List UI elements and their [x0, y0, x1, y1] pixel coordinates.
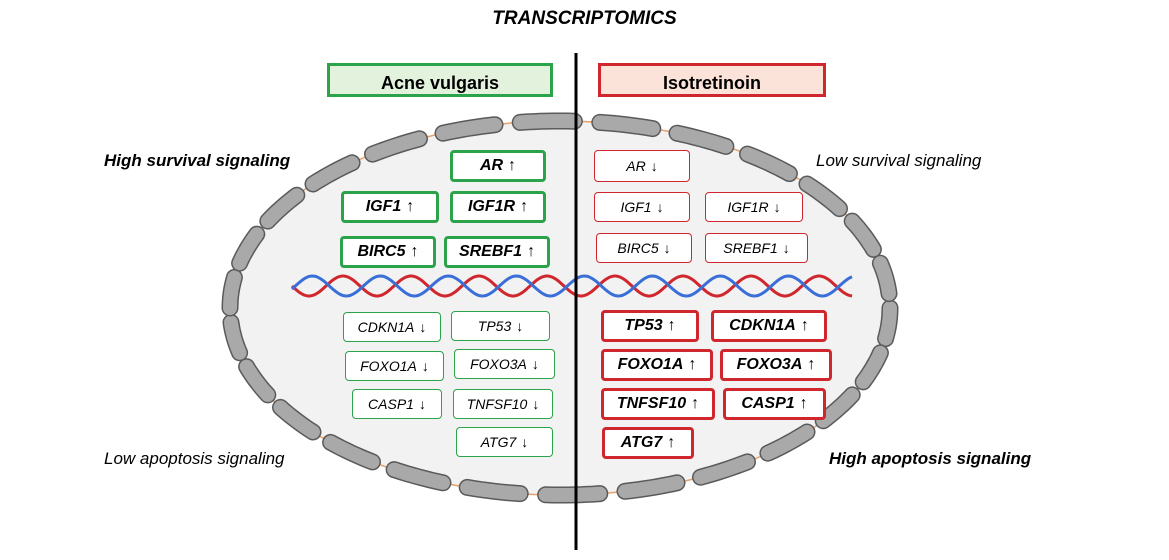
membrane-segment — [306, 155, 360, 191]
low-survival-label: Low survival signaling — [816, 151, 982, 170]
gene-box: TP53↓ — [451, 311, 550, 341]
gene-box: TNFSF10↑ — [601, 388, 715, 420]
membrane-segment — [323, 435, 380, 469]
membrane-segment — [273, 400, 320, 439]
gene-box: SREBF1↑ — [444, 236, 550, 268]
membrane-segment — [365, 131, 427, 162]
gene-box: BIRC5↓ — [596, 233, 692, 263]
membrane-segment — [693, 454, 755, 485]
gene-box: SREBF1↓ — [705, 233, 808, 263]
membrane-segment — [618, 475, 684, 499]
gene-box: IGF1↓ — [594, 192, 690, 222]
membrane-segment — [592, 115, 660, 136]
gene-box: FOXO3A↓ — [454, 349, 555, 379]
gene-box: CASP1↑ — [723, 388, 826, 420]
gene-box: IGF1↑ — [341, 191, 439, 223]
low-apoptosis-label: Low apoptosis signaling — [104, 449, 285, 468]
membrane-segment — [239, 359, 275, 402]
gene-box: IGF1R↑ — [450, 191, 546, 223]
gene-box: TP53↑ — [601, 310, 699, 342]
gene-box: FOXO3A↑ — [720, 349, 832, 381]
gene-box: CDKN1A↑ — [711, 310, 827, 342]
gene-box: FOXO1A↑ — [601, 349, 713, 381]
gene-box: IGF1R↓ — [705, 192, 803, 222]
membrane-segment — [845, 214, 881, 257]
gene-box: CDKN1A↓ — [343, 312, 441, 342]
membrane-segment — [740, 147, 797, 181]
membrane-segment — [873, 256, 896, 301]
gene-box: AR↓ — [594, 150, 690, 182]
gene-box: TNFSF10↓ — [453, 389, 553, 419]
membrane-segment — [224, 315, 247, 360]
gene-box: BIRC5↑ — [340, 236, 436, 268]
membrane-segment — [387, 462, 450, 490]
membrane-segment — [670, 126, 733, 154]
dna-strand-red — [290, 274, 853, 298]
membrane-segment — [232, 227, 264, 271]
dna-strand-blue — [290, 274, 853, 298]
membrane-segment — [260, 188, 304, 229]
gene-box: AR↑ — [450, 150, 546, 182]
gene-box: ATG7↓ — [456, 427, 553, 457]
gene-box: FOXO1A↓ — [345, 351, 444, 381]
acne-vulgaris-header: Acne vulgaris — [327, 63, 553, 97]
membrane-segment — [513, 114, 582, 130]
high-survival-label: High survival signaling — [104, 151, 291, 170]
isotretinoin-header: Isotretinoin — [598, 63, 826, 97]
gene-box: ATG7↑ — [602, 427, 694, 459]
membrane-segment — [856, 345, 888, 389]
membrane-segment — [760, 425, 814, 461]
membrane-segment — [223, 270, 242, 315]
diagram-title: TRANSCRIPTOMICS — [492, 8, 677, 29]
membrane-segment — [538, 486, 607, 502]
high-apoptosis-label: High apoptosis signaling — [829, 449, 1032, 468]
gene-box: CASP1↓ — [352, 389, 442, 419]
membrane-segment — [460, 480, 528, 501]
membrane-segment — [878, 301, 897, 346]
membrane-segment — [800, 177, 847, 216]
membrane-segment — [436, 117, 502, 141]
membrane-segment — [816, 387, 860, 428]
cell-membrane — [221, 112, 899, 504]
